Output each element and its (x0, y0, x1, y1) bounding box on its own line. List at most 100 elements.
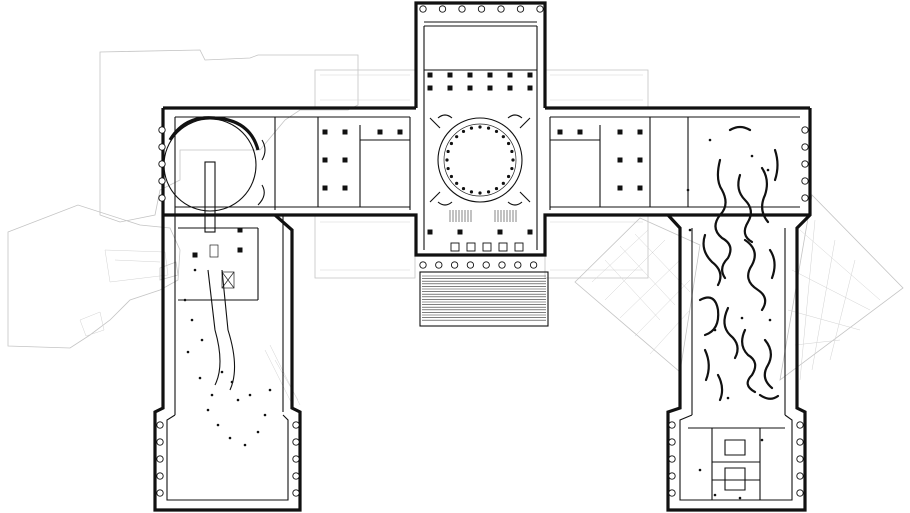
column (438, 5, 447, 13)
sculpture-point (206, 408, 210, 412)
column (668, 438, 676, 446)
rotunda-column (510, 166, 514, 171)
pier (637, 185, 643, 191)
context-ghost-buildings (7, 49, 904, 411)
central-rotunda (429, 114, 531, 206)
column (801, 194, 809, 202)
perimeter-columns (156, 5, 809, 497)
column (158, 177, 166, 185)
rotunda-column (478, 125, 482, 129)
pier (617, 157, 623, 163)
pier (507, 72, 513, 78)
rotunda-column (461, 129, 466, 134)
rotunda-column (445, 158, 449, 162)
column (292, 421, 300, 429)
sculpture-point (713, 328, 717, 332)
sculpture-point (738, 496, 742, 500)
column (156, 472, 164, 480)
column (419, 5, 427, 13)
pier (447, 72, 453, 78)
column (482, 261, 490, 269)
pier (397, 129, 403, 135)
column (419, 261, 427, 269)
column (158, 160, 166, 168)
pier (527, 85, 533, 91)
stair-block (494, 210, 517, 222)
column (477, 5, 486, 13)
niche (498, 242, 508, 252)
column (516, 5, 525, 13)
pier (322, 157, 328, 163)
sculpture-point (740, 316, 744, 320)
sculpture-point (236, 398, 240, 402)
rotunda-column (469, 190, 474, 194)
sculpture-point (750, 154, 754, 158)
rotunda-column (506, 141, 511, 146)
pier (487, 72, 493, 78)
rotunda-column (486, 126, 491, 130)
rotunda-column (494, 129, 499, 134)
rotunda-column (461, 186, 466, 191)
pier (507, 85, 513, 91)
sculpture-point (198, 376, 202, 380)
sculpture-point (193, 268, 197, 272)
rotunda-column (446, 166, 450, 171)
column (796, 421, 804, 429)
column (801, 160, 809, 168)
niche (466, 242, 476, 252)
sculpture-point (686, 188, 690, 192)
rotunda-column (501, 135, 505, 139)
pier (342, 185, 348, 191)
pier (557, 129, 563, 135)
column (435, 261, 443, 269)
column (156, 438, 164, 446)
pier (322, 129, 328, 135)
column (668, 489, 676, 497)
sculpture-point (263, 413, 267, 417)
sculpture-point (230, 380, 234, 384)
column (514, 261, 522, 269)
pier (322, 185, 328, 191)
rotunda-column (449, 141, 454, 146)
rotunda-column (469, 126, 474, 130)
west-ramp (207, 269, 236, 391)
sculpture-point (228, 436, 232, 440)
sculpture-point (216, 423, 220, 427)
column (801, 126, 809, 134)
sculpture-point (768, 318, 772, 322)
sculpture-point (200, 338, 204, 342)
sculpture-point (708, 138, 712, 142)
rotunda-column (506, 174, 511, 179)
interior-walls (166, 21, 800, 501)
grand-stair (419, 271, 549, 327)
column (796, 489, 804, 497)
column (801, 177, 809, 185)
pier (377, 129, 383, 135)
column (158, 194, 166, 202)
interior-piers (192, 72, 643, 258)
pier (192, 252, 198, 258)
rotunda-column (486, 190, 491, 194)
rotunda-column (501, 181, 505, 185)
column (158, 126, 166, 134)
rotunda-column (511, 158, 515, 162)
pier (237, 227, 243, 233)
rotunda-column (510, 149, 514, 154)
pier (342, 157, 348, 163)
column (796, 455, 804, 463)
pier (577, 129, 583, 135)
column (536, 5, 544, 13)
sculpture-point (183, 298, 187, 302)
sculpture-point (220, 370, 224, 374)
sculpture-point (713, 493, 717, 497)
column (292, 438, 300, 446)
sculpture-point (186, 350, 190, 354)
sculpture-point (248, 393, 252, 397)
pier (427, 72, 433, 78)
column (796, 438, 804, 446)
column (292, 472, 300, 480)
west-round-hall (163, 116, 266, 289)
column (497, 5, 505, 13)
column (668, 455, 676, 463)
pier (342, 129, 348, 135)
